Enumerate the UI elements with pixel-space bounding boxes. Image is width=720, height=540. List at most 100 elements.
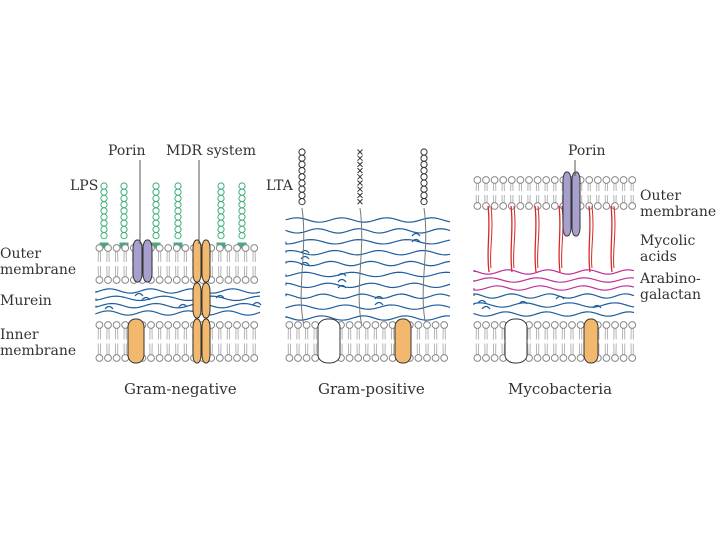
gram-negative-porin (132, 239, 153, 283)
lps-chain (120, 232, 128, 240)
gram-positive-murein-layer (285, 217, 451, 321)
lipid-tail (630, 328, 634, 340)
lipid-tail (365, 343, 369, 355)
lta-anchor (358, 207, 363, 327)
lipid-head (507, 176, 516, 184)
lta-chain (357, 192, 363, 199)
lps-chain (152, 219, 160, 227)
lta-chain (298, 179, 306, 187)
peptide-crosslink (300, 249, 310, 254)
mycolic-acid (510, 205, 513, 273)
lipid-tail (166, 328, 170, 340)
lipid-head (215, 276, 224, 284)
mdr-outer-channel (192, 239, 202, 283)
lipid-tail (114, 251, 119, 263)
lipid-tail (373, 343, 378, 355)
lps-chain (100, 201, 108, 209)
murein-strand (95, 288, 261, 294)
murein-strand (285, 282, 451, 289)
lipid-head (104, 276, 112, 284)
mycolic-acid (487, 205, 490, 273)
mycobacteria-mycolic-acids (487, 205, 616, 273)
lipid-tail (416, 328, 421, 340)
lps-chain (174, 213, 182, 221)
lipid-head (619, 176, 628, 184)
lipid-tail (518, 183, 523, 192)
lta-chain (420, 191, 428, 199)
lipid-tail (304, 328, 309, 340)
lps-chain (100, 194, 108, 202)
lipid-head (155, 244, 164, 252)
lipid-tail (183, 251, 188, 263)
murein-strand (95, 295, 261, 302)
lipid-tail (613, 194, 617, 203)
lipid-tail (123, 328, 127, 340)
lipid-tail (243, 265, 248, 277)
lipid-tail (390, 343, 395, 355)
lipid-tail (570, 328, 574, 340)
lipid-tail (114, 265, 119, 277)
lipid-tail (157, 265, 162, 277)
lps-chain (120, 213, 128, 221)
lta-chain (357, 186, 363, 193)
lta-chain (357, 161, 363, 168)
arabinogalactan-label-line1: Arabino- (639, 271, 701, 287)
lipid-head (181, 244, 190, 252)
lipid-head (104, 244, 112, 252)
lipid-head (112, 321, 121, 329)
lipid-head (550, 321, 559, 329)
lipid-head (233, 276, 241, 284)
lipid-head (542, 202, 551, 210)
lipid-tail (553, 328, 557, 340)
gram-negative-mdr-system (192, 239, 211, 364)
lipid-head (362, 354, 371, 362)
lipid-tail (544, 183, 548, 192)
outer-membrane-label-line2: membrane (0, 262, 76, 278)
lps-chain (217, 219, 225, 227)
lipid-head (525, 202, 533, 210)
lipid-head (112, 244, 121, 252)
murein-strand (285, 260, 451, 267)
lipid-head (533, 321, 542, 329)
lipid-head (224, 354, 233, 362)
lipid-head (354, 354, 363, 362)
lipid-tail (527, 194, 531, 203)
lps-chain (152, 213, 160, 221)
lipid-tail (390, 328, 395, 340)
lipid-head (568, 354, 576, 362)
lipid-head (224, 276, 233, 284)
mdr-inner-transporter (201, 318, 211, 364)
outer-membrane-label-line1: Outer (0, 246, 41, 262)
lipid-tail (123, 343, 127, 355)
membrane-protein (583, 318, 599, 364)
lipid-head (559, 321, 568, 329)
lipid-head (473, 321, 482, 329)
mycobacteria-caption: Mycobacteria (508, 380, 612, 398)
lipid-head (172, 244, 181, 252)
lps-chain (238, 232, 246, 240)
lipid-head (147, 321, 155, 329)
mycolic-acids-label-line1: Mycolic (640, 233, 695, 249)
lps-label: LPS (70, 178, 98, 194)
lipid-head (362, 321, 371, 329)
lipid-tail (561, 328, 566, 340)
lipid-tail (226, 251, 231, 263)
gram-negative-murein-layer (95, 288, 262, 316)
lta-anchor (300, 207, 305, 327)
lipid-tail (106, 328, 110, 340)
lps-chain (238, 213, 246, 221)
mycolic-acid (613, 205, 616, 269)
lipid-tail (287, 328, 292, 340)
peptide-crosslink (337, 272, 347, 277)
lipid-head (473, 354, 482, 362)
lipid-head (181, 354, 190, 362)
lipid-tail (114, 343, 119, 355)
lipid-head (233, 321, 241, 329)
lipid-tail (510, 183, 514, 192)
murein-strand (285, 271, 451, 278)
lipid-tail (544, 343, 548, 355)
lipid-tail (226, 343, 231, 355)
lps-chain (238, 225, 246, 233)
lipid-head (285, 354, 294, 362)
lipid-tail (484, 328, 488, 340)
